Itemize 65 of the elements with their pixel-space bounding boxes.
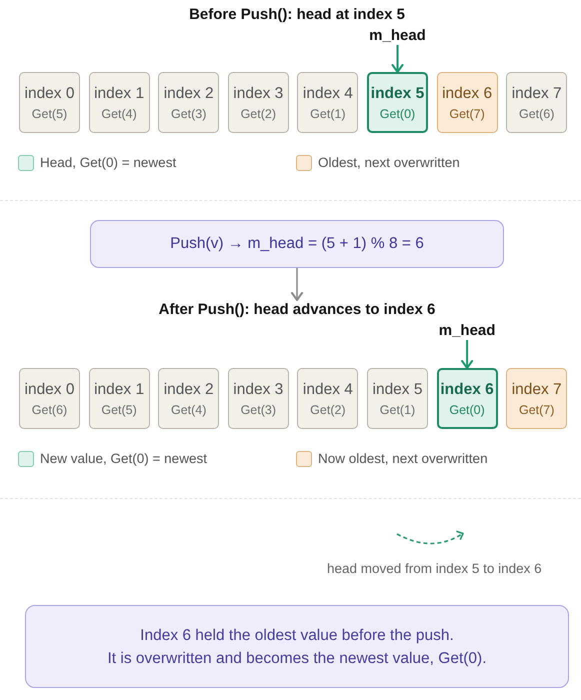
get-label: Get(7) xyxy=(449,106,485,122)
get-label: Get(6) xyxy=(518,106,554,122)
array-slot xyxy=(297,368,358,429)
get-label: Get(0) xyxy=(449,402,485,418)
index-label: index 0 xyxy=(24,380,74,398)
formula-box xyxy=(90,220,504,268)
pointer-label: m_head xyxy=(369,27,426,45)
array-slot xyxy=(158,72,220,133)
get-label: Get(4) xyxy=(170,402,206,418)
index-label: index 6 xyxy=(442,84,492,102)
array-slot xyxy=(88,368,150,429)
arrow xyxy=(291,268,303,301)
get-label: Get(6) xyxy=(32,402,68,418)
get-label: Get(2) xyxy=(310,402,346,418)
index-label: index 7 xyxy=(512,380,562,398)
get-label: Get(2) xyxy=(240,106,276,122)
caption-text: head moved from index 5 to index 6 xyxy=(327,560,542,577)
get-label: Get(1) xyxy=(380,402,416,418)
note-box xyxy=(25,605,569,688)
index-label: index 2 xyxy=(164,380,214,398)
get-label: Get(7) xyxy=(518,402,554,418)
note-text: Index 6 held the oldest value before the push. xyxy=(140,626,454,646)
index-label: index 7 xyxy=(512,84,562,102)
legend-text: Now oldest, next overwritten xyxy=(318,451,488,467)
legend-text: Oldest, next overwritten xyxy=(318,155,460,171)
index-label: index 3 xyxy=(233,84,284,102)
get-label: Get(4) xyxy=(101,106,137,122)
arrow xyxy=(461,340,474,369)
index-label: index 4 xyxy=(302,84,353,102)
index-label: index 5 xyxy=(372,380,422,398)
array-slot xyxy=(436,72,498,133)
array-slot xyxy=(19,72,80,133)
array-slot xyxy=(506,368,568,429)
get-label: Get(1) xyxy=(310,106,346,122)
array-slot xyxy=(88,72,150,133)
legend-text: New value, Get(0) = newest xyxy=(40,451,207,467)
array-slot xyxy=(158,368,220,429)
index-label: index 5 xyxy=(370,84,424,102)
note-text: It is overwritten and becomes the newest value, Get(0). xyxy=(107,648,487,668)
section-heading: Before Push(): head at index 5 xyxy=(189,5,405,25)
array-slot xyxy=(19,368,80,429)
index-label: index 3 xyxy=(233,380,284,398)
index-label: index 1 xyxy=(94,84,144,102)
array-slot xyxy=(367,368,428,429)
legend-text: Head, Get(0) = newest xyxy=(40,155,176,171)
array-slot xyxy=(367,72,428,133)
index-label: index 2 xyxy=(164,84,214,102)
get-label: Get(0) xyxy=(380,106,416,122)
pointer-label: m_head xyxy=(438,322,496,340)
array-slot xyxy=(297,72,358,133)
get-label: Get(5) xyxy=(32,106,68,122)
array-slot xyxy=(506,72,568,133)
get-label: Get(3) xyxy=(240,402,276,418)
array-slot xyxy=(436,368,498,429)
formula-text: Push(v) → m_head = (5 + 1) % 8 = 6 xyxy=(170,234,424,254)
section-heading: After Push(): head advances to index 6 xyxy=(158,300,436,320)
index-label: index 1 xyxy=(94,380,144,398)
index-label: index 4 xyxy=(302,380,353,398)
index-label: index 6 xyxy=(440,380,494,398)
get-label: Get(5) xyxy=(101,402,137,418)
arrow xyxy=(392,45,404,73)
index-label: index 0 xyxy=(24,84,74,102)
array-slot xyxy=(228,368,289,429)
array-slot xyxy=(228,72,289,133)
get-label: Get(3) xyxy=(170,106,206,122)
